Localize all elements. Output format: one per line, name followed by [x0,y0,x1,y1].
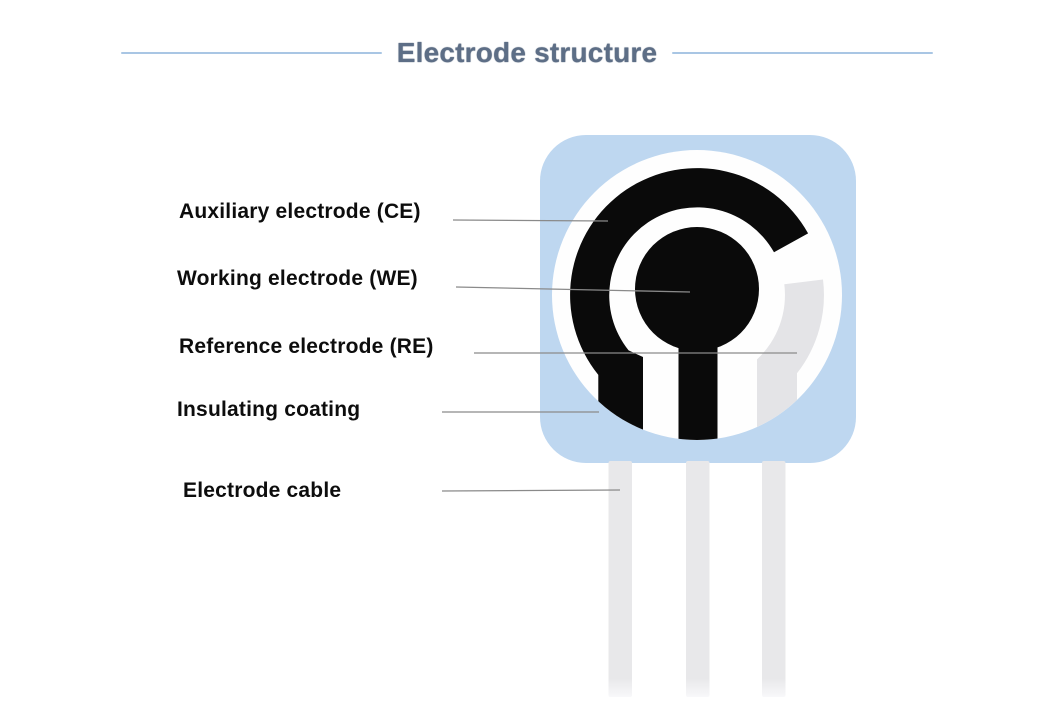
leader-lines [441,219,797,492]
label-auxiliary-electrode: Auxiliary electrode (CE) [179,200,421,223]
label-working-electrode: Working electrode (WE) [177,267,418,290]
title-rule-left [120,52,382,54]
label-electrode-cable: Electrode cable [183,479,342,502]
working-electrode-disc [635,227,759,351]
title-rule-right [672,52,934,54]
page-title: Electrode structure [396,37,658,68]
auxiliary-electrode-arc [570,168,809,440]
leader-line-working [455,286,691,293]
electrode-cable-right [762,461,786,697]
title-row: Electrode structure [0,37,1054,69]
reference-electrode-arc [757,279,824,440]
label-reference-electrode: Reference electrode (RE) [179,335,434,358]
electrode-cable-center [686,461,710,697]
electrode-cable-left [608,461,632,697]
label-insulating-coating: Insulating coating [177,398,361,421]
leader-line-cable [441,489,621,492]
leader-line-auxiliary [452,219,609,222]
